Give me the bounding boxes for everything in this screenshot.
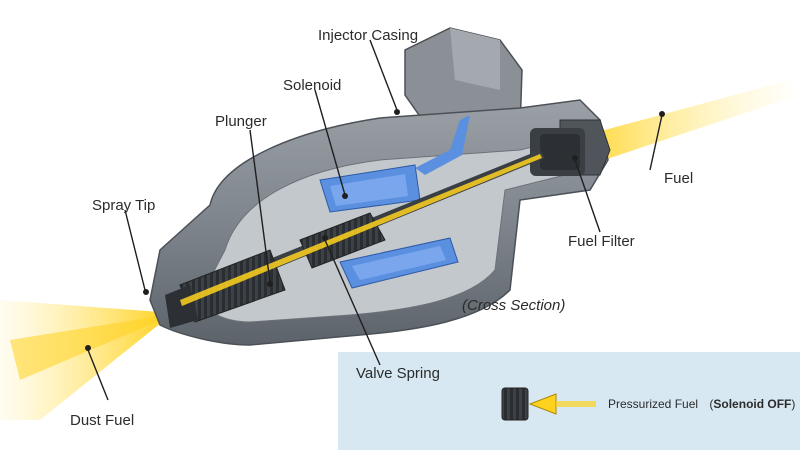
label-fuel: Fuel	[664, 170, 693, 187]
label-cross-section: (Cross Section)	[462, 297, 565, 314]
label-injector-casing: Injector Casing	[318, 27, 418, 44]
legend-state: Solenoid OFF	[713, 397, 791, 411]
fuel-inlet-stream	[575, 80, 796, 168]
label-plunger: Plunger	[215, 113, 267, 130]
label-spray-tip: Spray Tip	[92, 197, 155, 214]
legend-text: Pressurized Fuel	[608, 397, 698, 411]
label-valve-spring: Valve Spring	[356, 365, 440, 382]
legend-pressurized-fuel: Pressurized Fuel (Solenoid OFF)	[501, 387, 795, 421]
svg-text:Pressurized Fuel (Soleno: Pressurized Fuel (Solenoid OFF)	[608, 397, 795, 411]
injector-body	[149, 27, 611, 346]
leader-lines	[85, 39, 665, 401]
legend-paren-open: (	[709, 397, 713, 411]
label-solenoid: Solenoid	[283, 77, 341, 94]
label-dust-fuel: Dust Fuel	[70, 412, 134, 429]
label-fuel-filter: Fuel Filter	[568, 233, 635, 250]
threaded-plug-icon	[501, 387, 529, 421]
legend-paren-close: )	[791, 397, 795, 411]
